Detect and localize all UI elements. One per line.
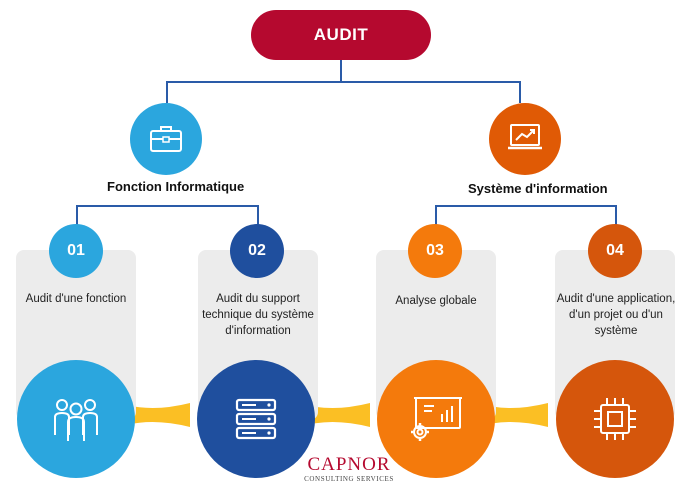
people-group-icon — [54, 399, 98, 441]
chip-icon — [594, 398, 636, 440]
number-badge-02: 02 — [230, 224, 284, 278]
icon-circle-01 — [17, 360, 135, 478]
root-horizontal — [166, 81, 520, 83]
left-sub-horizontal — [76, 205, 258, 207]
left-sub-drop-2 — [257, 205, 259, 225]
right-sub-drop-2 — [615, 205, 617, 225]
number-badge-04: 04 — [588, 224, 642, 278]
branch-left-stem — [166, 81, 168, 103]
root-label: AUDIT — [313, 25, 369, 44]
right-sub-horizontal — [435, 205, 616, 207]
capnor-logo: CAPNOR CONSULTING SERVICES — [289, 455, 409, 484]
branch-label-fonction: Fonction Informatique — [105, 179, 247, 194]
branch-label-systeme: Système d'information — [466, 181, 610, 196]
icon-circle-03 — [377, 360, 495, 478]
card-text-04: Audit d'une application, d'un projet ou … — [556, 293, 676, 337]
number-badge-01: 01 — [49, 224, 103, 278]
branch-right-stem — [519, 81, 521, 103]
card-text-02: Audit du support technique du système d'… — [202, 293, 314, 337]
briefcase-icon — [150, 126, 182, 152]
right-sub-drop-1 — [435, 205, 437, 225]
number-badge-03: 03 — [408, 224, 462, 278]
left-sub-drop-1 — [76, 205, 78, 225]
logo-tagline: CONSULTING SERVICES — [304, 475, 394, 483]
presentation-chart-icon — [508, 124, 542, 150]
logo-name: CAPNOR — [307, 454, 391, 475]
card-text-03: Analyse globale — [395, 295, 477, 307]
root-stem — [340, 60, 342, 82]
icon-circle-02 — [197, 360, 315, 478]
analytics-board-gear-icon — [411, 397, 462, 441]
icon-circle-04 — [556, 360, 674, 478]
branch-circle-fonction — [130, 103, 202, 175]
root-node: AUDIT — [251, 10, 431, 60]
card-text-01: Audit d'une fonction — [25, 293, 127, 305]
branch-circle-systeme — [489, 103, 561, 175]
server-stack-icon — [235, 398, 277, 440]
